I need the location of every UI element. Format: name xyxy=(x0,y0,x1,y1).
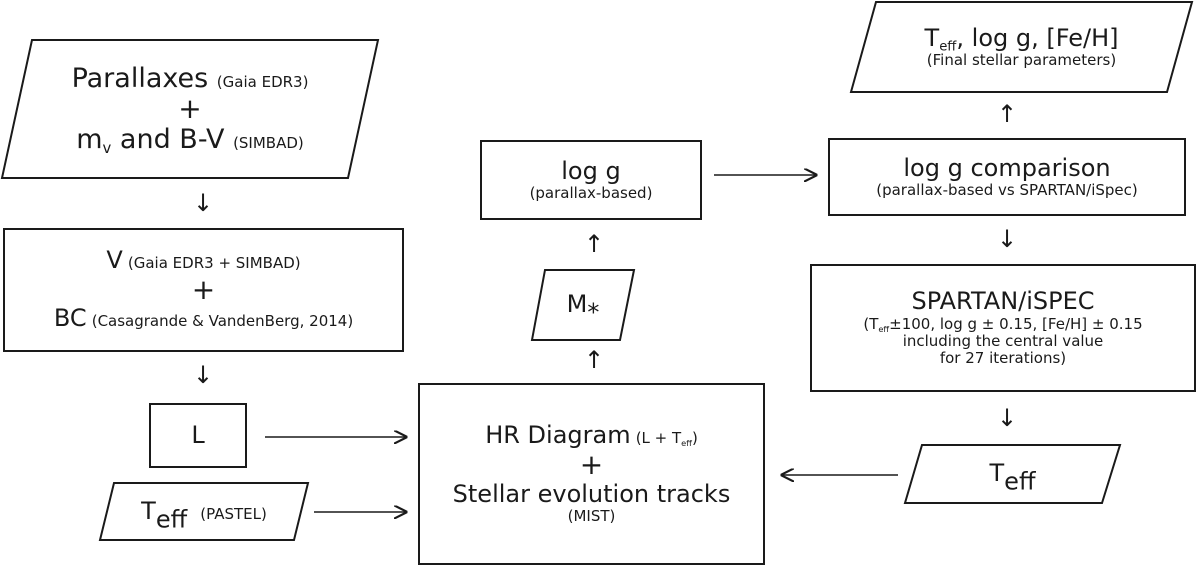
teff-pastel-shape xyxy=(98,482,310,541)
final-params-rest: , log g, [Fe/H] xyxy=(956,23,1119,52)
mass-subscript: * xyxy=(587,298,600,327)
final-teff-symbol: T xyxy=(924,23,940,52)
v-line: V (Gaia EDR3 + SIMBAD) xyxy=(106,246,301,275)
teff-pastel-node: Teff (PASTEL) xyxy=(100,483,308,540)
teff-out-shape xyxy=(903,444,1122,504)
bc-line: BC (Casagrande & VandenBerg, 2014) xyxy=(54,305,353,333)
v-bc-node: V (Gaia EDR3 + SIMBAD) + BC (Casagrande … xyxy=(3,228,404,352)
plus-sign: + xyxy=(579,447,604,481)
final-teff-subscript: eff xyxy=(939,39,957,55)
logg-comparison-node: log g comparison (parallax-based vs SPAR… xyxy=(828,138,1186,216)
arrow-hr-to-mass: ↑ xyxy=(583,346,605,375)
spartan-ranges: ±100, log g ± 0.15, [Fe/H] ± 0.15 xyxy=(889,314,1143,333)
final-params-shape xyxy=(849,1,1194,93)
spartan-title: SPARTAN/iSPEC xyxy=(911,287,1095,316)
arrow-comparison-to-spartan: ↓ xyxy=(996,225,1018,254)
simbad-source: (SIMBAD) xyxy=(233,134,304,153)
spartan-line-3: for 27 iterations) xyxy=(939,349,1067,368)
spartan-line-2: including the central value xyxy=(902,332,1104,351)
plus-sign: + xyxy=(191,272,216,306)
final-params-note: (Final stellar parameters) xyxy=(926,51,1117,70)
parallaxes-title: Parallaxes xyxy=(71,62,209,94)
mass-line: M* xyxy=(566,290,600,324)
bc-source: (Casagrande & VandenBerg, 2014) xyxy=(91,312,354,331)
plus-sign: + xyxy=(178,91,202,125)
hr-title-line: HR Diagram (L + Teff) xyxy=(485,422,698,450)
parallaxes-source: (Gaia EDR3) xyxy=(216,72,309,91)
magnitude-line: mv and B-V (SIMBAD) xyxy=(76,124,304,158)
arrow-v-to-l: ↓ xyxy=(192,361,214,390)
comparison-title: log g comparison xyxy=(903,153,1111,182)
mass-node: M* xyxy=(532,270,634,340)
teff-out-node: Teff xyxy=(905,445,1120,503)
arrow-parallaxes-to-v: ↓ xyxy=(192,189,214,218)
arrow-spartan-to-teff: ↓ xyxy=(996,404,1018,433)
v-label: V xyxy=(106,246,123,274)
arrow-comparison-to-final: ↑ xyxy=(996,100,1018,129)
parallaxes-shape xyxy=(0,39,380,179)
final-params-line: Teff, log g, [Fe/H] xyxy=(924,23,1119,55)
teff-pastel-line: Teff (PASTEL) xyxy=(141,496,267,531)
teff-out-subscript: eff xyxy=(1004,467,1036,496)
luminosity-node: L xyxy=(149,403,247,468)
parallaxes-line: Parallaxes (Gaia EDR3) xyxy=(72,63,309,94)
hr-diagram-node: HR Diagram (L + Teff) + Stellar evolutio… xyxy=(418,383,765,565)
teff-out-symbol: T xyxy=(989,459,1005,488)
final-params-node: Teff, log g, [Fe/H] (Final stellar param… xyxy=(851,2,1192,92)
hr-paren-open: (L + T xyxy=(635,429,682,448)
hr-paren-subscript: eff xyxy=(681,438,692,449)
teff-symbol: T xyxy=(141,496,156,525)
logg-title: log g xyxy=(561,156,621,185)
comparison-note: (parallax-based vs SPARTAN/iSpec) xyxy=(876,181,1138,200)
logg-parallax-node: log g (parallax-based) xyxy=(480,140,702,220)
hr-paren-close: ) xyxy=(691,429,698,448)
tracks-label: Stellar evolution tracks xyxy=(452,479,731,508)
parallaxes-node: Parallaxes (Gaia EDR3) + mv and B-V (SIM… xyxy=(20,40,360,178)
bc-label: BC xyxy=(53,304,87,333)
pastel-source: (PASTEL) xyxy=(200,504,267,523)
v-source: (Gaia EDR3 + SIMBAD) xyxy=(127,254,301,272)
arrow-mass-to-logg: ↑ xyxy=(583,230,605,259)
logg-note: (parallax-based) xyxy=(529,184,653,203)
mv-subscript: v xyxy=(102,139,112,158)
spartan-teff-subscript: eff xyxy=(878,323,890,334)
spartan-line-1: (Teff±100, log g ± 0.15, [Fe/H] ± 0.15 xyxy=(863,314,1143,334)
teff-out-line: Teff xyxy=(989,459,1036,493)
hr-title: HR Diagram xyxy=(485,421,631,450)
mist-source: (MIST) xyxy=(567,507,616,526)
mv-symbol: m xyxy=(76,124,103,156)
luminosity-label: L xyxy=(191,420,205,449)
teff-subscript: eff xyxy=(155,505,188,534)
spartan-node: SPARTAN/iSPEC (Teff±100, log g ± 0.15, [… xyxy=(810,264,1196,392)
bv-label: and B-V xyxy=(111,124,225,156)
mass-shape xyxy=(530,269,636,341)
mass-symbol: M xyxy=(566,290,588,319)
spartan-teff-symbol: (T xyxy=(863,314,879,333)
